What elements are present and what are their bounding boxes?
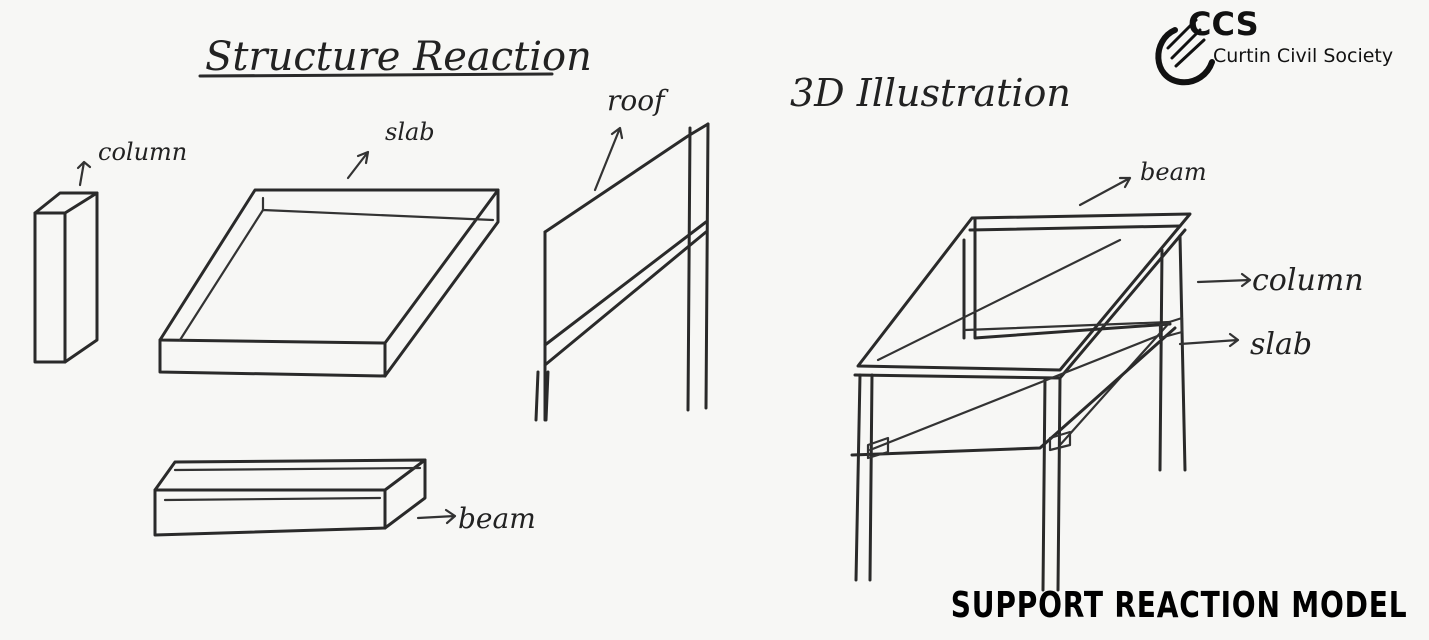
label-roof: roof	[607, 84, 669, 117]
label-column-left: column	[98, 138, 187, 166]
label-slab-right: slab	[1250, 327, 1312, 362]
arrow-slab-right	[1180, 334, 1238, 346]
beam-sketch	[155, 460, 425, 535]
arrow-column-right	[1198, 274, 1250, 286]
label-column-right: column	[1252, 263, 1364, 298]
ccs-logo: CCS Curtin Civil Society	[1158, 5, 1393, 82]
title-underline	[200, 74, 552, 76]
label-beam-left: beam	[458, 502, 536, 535]
arrow-beam-right	[1080, 178, 1130, 205]
column-sketch	[35, 162, 97, 362]
frame-3d-sketch	[852, 214, 1190, 590]
roof-sketch	[536, 124, 708, 420]
slab-sketch	[160, 152, 498, 376]
title-3d-illustration: 3D Illustration	[790, 71, 1071, 115]
label-slab-left: slab	[385, 118, 435, 146]
logo-abbreviation: CCS	[1188, 5, 1259, 43]
label-beam-right: beam	[1140, 158, 1207, 186]
logo-society-name: Curtin Civil Society	[1213, 45, 1393, 67]
arrow-beam-left	[418, 510, 455, 523]
caption-support-reaction-model: SUPPORT REACTION MODEL	[950, 585, 1407, 626]
